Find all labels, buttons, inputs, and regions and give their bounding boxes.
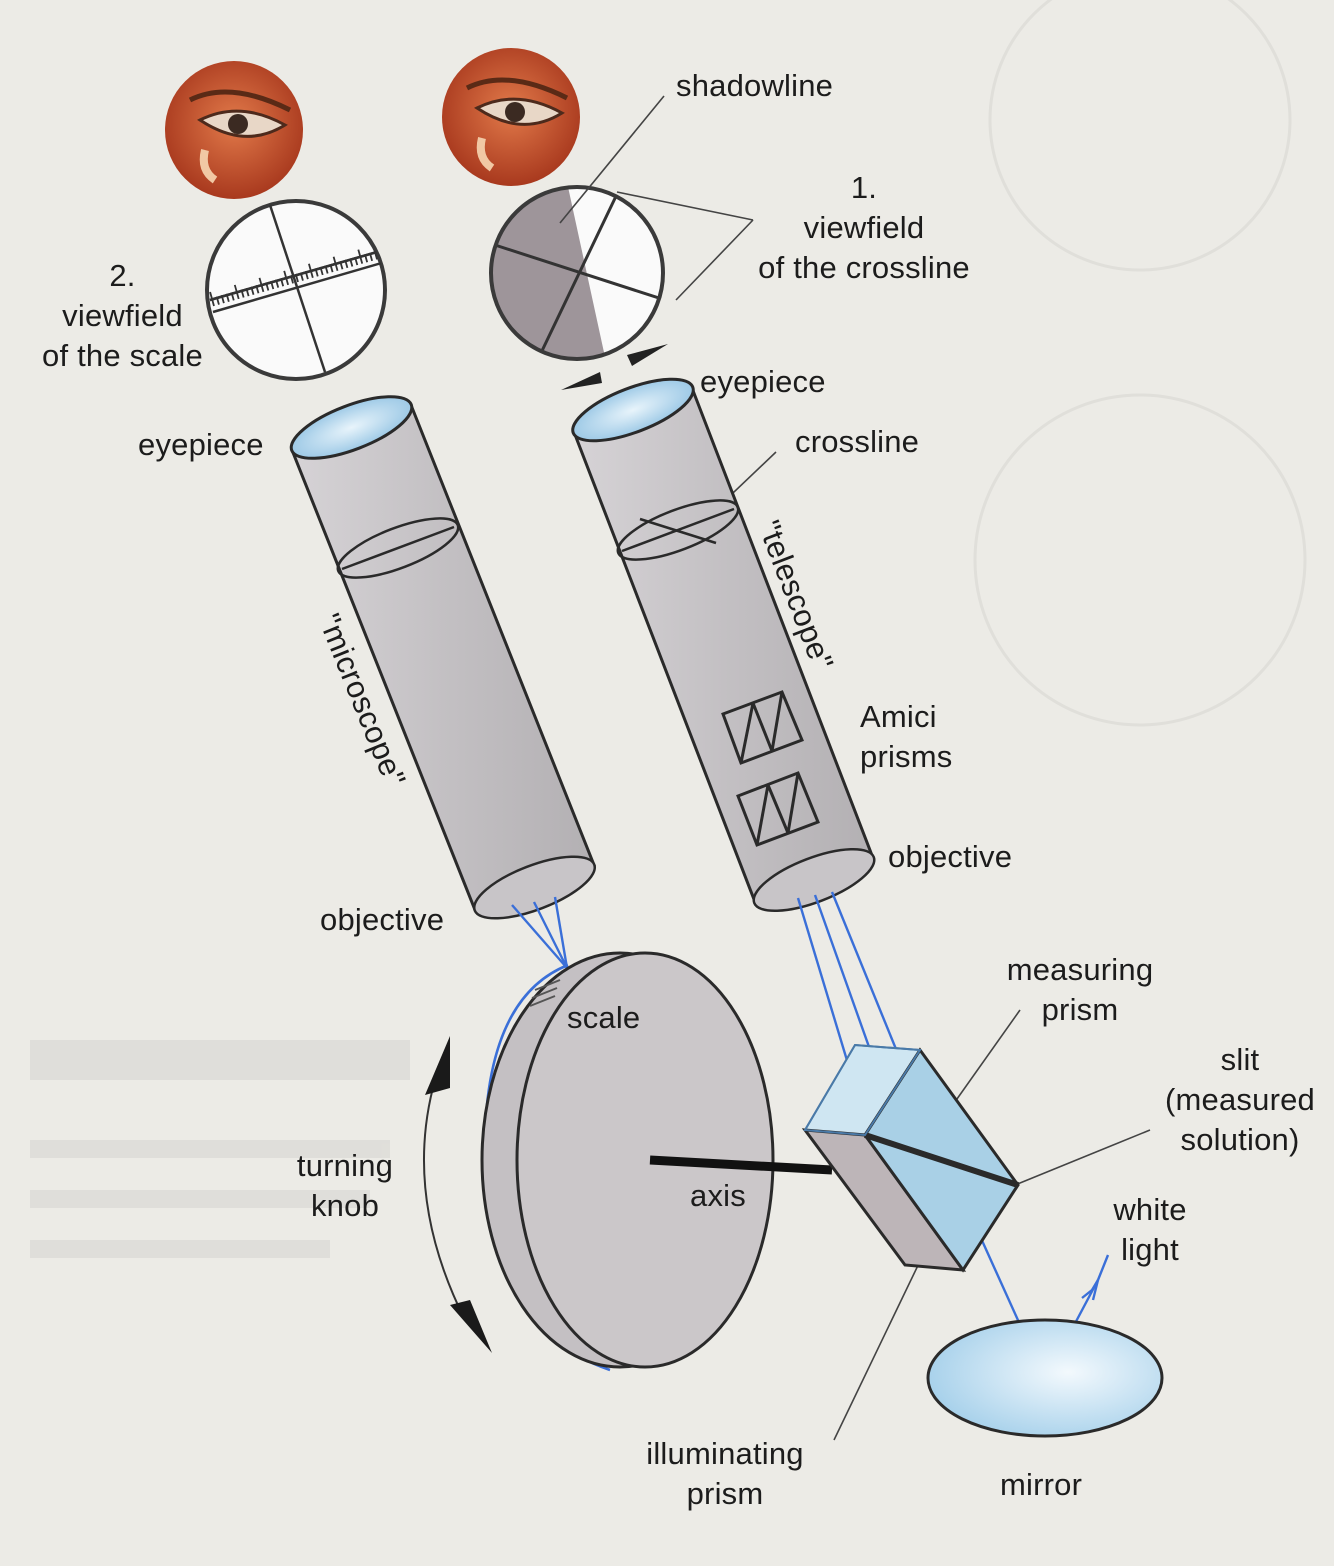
scale-tick: [275, 279, 280, 288]
scale-tick: [280, 277, 285, 287]
background-page-bleed: [30, 0, 1307, 1258]
scale-tick: [324, 265, 329, 274]
telescope-tube: [571, 377, 876, 913]
scale-disc: [480, 951, 775, 1369]
scale-tick: [357, 249, 364, 264]
viewfield-scale: [205, 199, 387, 381]
objective-left-label: objective: [320, 902, 445, 937]
scale-tick: [369, 252, 373, 262]
shadowline-label: shadowline: [676, 68, 834, 103]
scale-tick: [225, 293, 230, 303]
eyepiece-right-label: eyepiece: [700, 364, 826, 399]
scale-label: scale: [567, 1000, 641, 1035]
scale-tick: [209, 291, 215, 307]
scale-tick: [240, 289, 245, 298]
amici-prisms-icon: [721, 690, 820, 847]
scale-tick: [283, 270, 289, 286]
prism-assembly: [801, 1043, 1020, 1273]
scale-tick: [308, 263, 314, 279]
rotate-arrows-icon: [561, 344, 668, 390]
scale-tick: [364, 253, 369, 263]
microscope-tube: [289, 395, 597, 920]
crossline-label: crossline: [795, 424, 920, 459]
scale-tick: [299, 272, 304, 281]
scale-tick: [314, 268, 319, 277]
scale-tick: [373, 251, 378, 260]
scale-tick: [233, 284, 240, 300]
turning-knob-arrow-icon: [423, 1036, 492, 1353]
eye-icon-right: [442, 48, 580, 186]
slit-label: slit (measured solution): [1165, 1042, 1315, 1157]
scale-tick: [230, 292, 235, 301]
illuminating-prism-label: illuminating prism: [646, 1436, 804, 1511]
scale-tick: [332, 256, 339, 271]
scale-tick: [344, 259, 349, 269]
white-light-label: white light: [1113, 1192, 1187, 1267]
scale-tick: [270, 280, 275, 290]
scale-tick: [354, 256, 359, 266]
viewfield-scale-label: 2. viewfield of the scale: [42, 258, 203, 373]
viewfield-crossline-label: 1. viewfield of the crossline: [758, 170, 970, 285]
scale-tick: [265, 282, 270, 291]
objective-right-label: objective: [888, 839, 1013, 874]
scale-tick: [294, 273, 299, 283]
scale-tick: [329, 263, 334, 273]
scale-tick: [258, 277, 265, 293]
scale-tick: [220, 294, 225, 304]
scale-tick: [255, 285, 260, 294]
scale-tick: [349, 258, 354, 267]
scale-tick: [319, 266, 324, 276]
scale-tick: [215, 296, 220, 305]
axis-rod: [649, 1155, 833, 1175]
axis-label: axis: [690, 1178, 746, 1213]
mirror-label: mirror: [1000, 1467, 1083, 1502]
scale-tick: [245, 287, 250, 297]
turning-knob-label: turning knob: [296, 1148, 394, 1223]
viewfield-crossline: [489, 185, 665, 361]
scale-tick: [339, 261, 344, 270]
eyepiece-left-label: eyepiece: [138, 427, 264, 462]
amici-prisms-label: Amici prisms: [860, 699, 953, 774]
mirror: [926, 1318, 1164, 1438]
scale-tick: [289, 275, 294, 284]
scale-tick: [250, 286, 255, 295]
eye-icon-left: [165, 61, 303, 199]
scale-tick: [304, 270, 309, 280]
measuring-prism-label: measuring prism: [1006, 952, 1154, 1027]
